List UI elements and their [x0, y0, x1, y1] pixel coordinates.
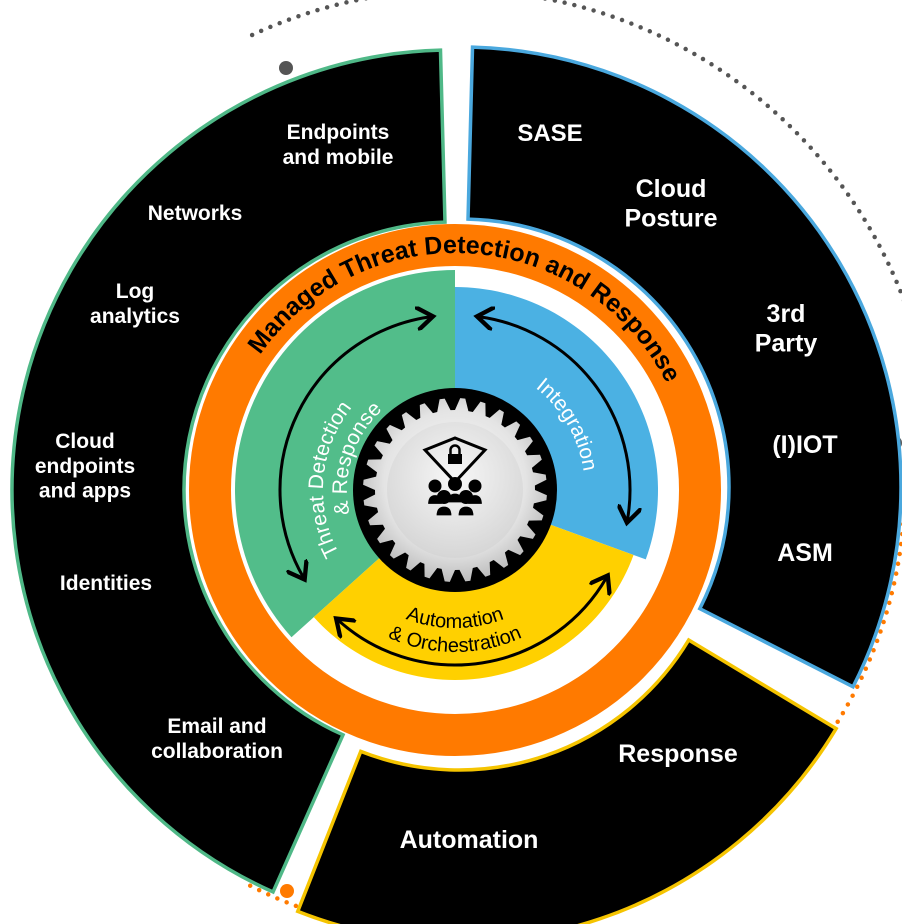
person-head-icon	[468, 479, 482, 493]
label-left-1: Networks	[148, 202, 243, 225]
person-body-icon	[435, 505, 453, 517]
shield-outline-icon	[422, 436, 488, 485]
label-right-0: SASE	[517, 120, 582, 147]
person-head-icon	[459, 490, 473, 504]
outer-segment-bottom	[295, 637, 839, 924]
managed-threat-ring	[189, 224, 721, 756]
label-right-4: ASM	[777, 539, 833, 567]
grey-arc-start-dot	[279, 61, 293, 75]
gear-icon	[353, 388, 557, 592]
outer-segment-left	[10, 48, 447, 895]
cycle-arrow-automation	[338, 578, 607, 667]
label-bottom-0: Response	[618, 740, 738, 768]
person-head-icon	[437, 490, 451, 504]
label-left-4: Identities	[60, 572, 152, 595]
person-head-icon	[448, 477, 462, 491]
label-bottom-1: Automation	[400, 826, 539, 854]
person-head-icon	[428, 479, 442, 493]
cycle-arrow-integration	[479, 317, 630, 521]
team-lock-icon	[422, 436, 488, 517]
person-body-icon	[457, 505, 475, 517]
orange-arc-end-dot	[280, 884, 294, 898]
lock-shackle-icon	[449, 444, 461, 454]
grey-dotted-arc	[249, 0, 902, 302]
orange-ring-band	[189, 224, 721, 756]
lock-body-icon	[448, 454, 462, 464]
cycle-arrow-threat-detection	[278, 317, 431, 578]
label-right-3: (I)IOT	[772, 431, 837, 459]
outer-ring	[10, 45, 902, 924]
outer-segment-right	[466, 45, 902, 690]
